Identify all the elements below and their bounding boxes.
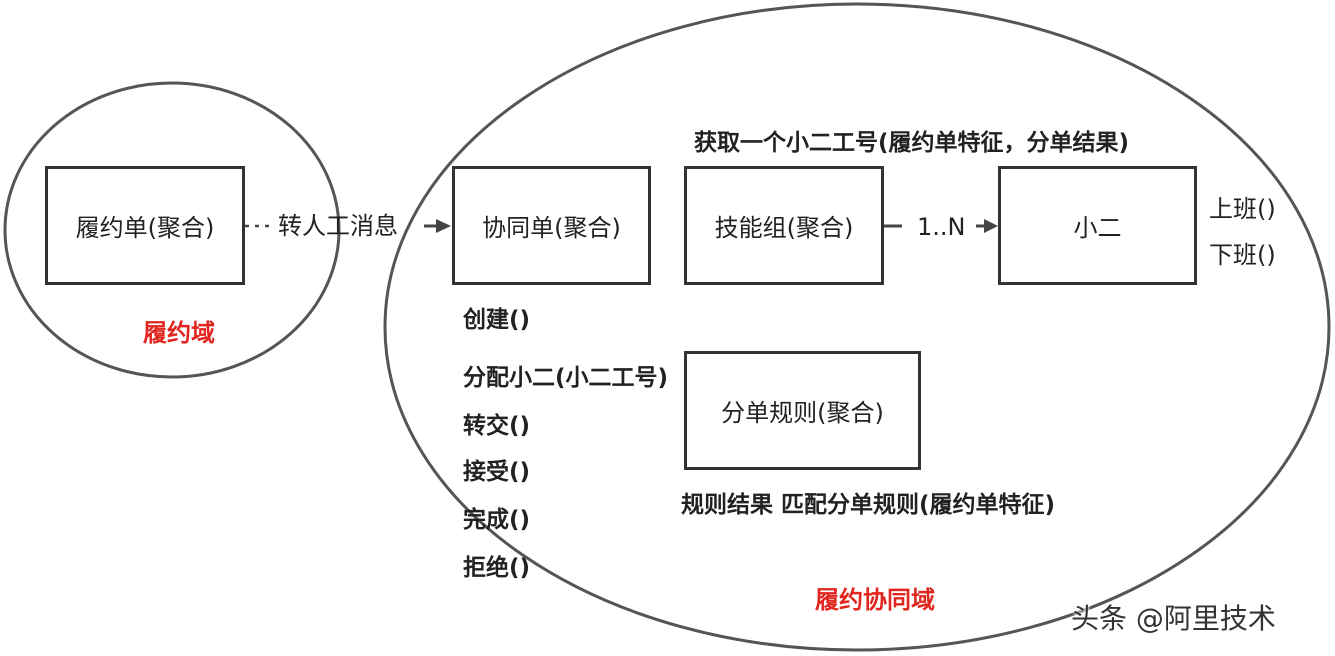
skill-group-aggregate: 技能组(聚合) [684,166,884,285]
collab-method-transfer: 转交() [463,413,531,439]
message-arrow-head [436,219,451,233]
skill-group-query-op: 获取一个小二工号(履约单特征，分单结果) [694,130,1130,156]
fulfillment-order-aggregate: 履约单(聚合) [45,166,245,285]
collab-method-complete: 完成() [463,507,531,533]
collab-method-accept: 接受() [463,459,531,485]
agent-entity: 小二 [998,166,1197,285]
collaboration-domain-ellipse [383,2,1331,652]
multiplicity-label: 1..N [917,213,966,241]
multiplicity-arrow-head [984,219,998,233]
agent-method-clock-in: 上班() [1209,195,1276,223]
agent-method-clock-out: 下班() [1209,241,1276,269]
collab-method-create: 创建() [463,307,531,333]
watermark: 头条 @阿里技术 [1071,602,1276,635]
collab-method-assign: 分配小二(小二工号) [463,365,669,391]
dispatch-rule-aggregate: 分单规则(聚合) [684,351,921,470]
fulfillment-domain-label: 履约域 [143,319,215,347]
transfer-message-label: 转人工消息 [278,212,398,240]
fulfillment-domain-ellipse [3,81,341,379]
collab-method-reject: 拒绝() [463,555,531,581]
collab-order-aggregate: 协同单(聚合) [452,166,651,285]
rule-match-op: 规则结果 匹配分单规则(履约单特征) [681,492,1056,518]
collaboration-domain-label: 履约协同域 [815,586,935,614]
